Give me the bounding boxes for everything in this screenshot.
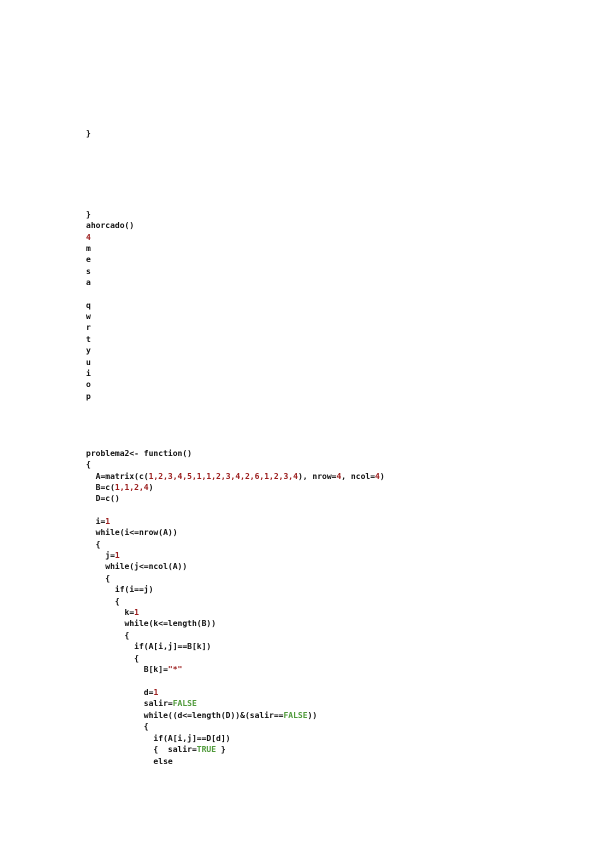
brace: { [86, 631, 130, 640]
bk-assignment: B[k]="*" [86, 665, 183, 674]
output-word-letter: a [86, 278, 91, 287]
output-letter: p [86, 392, 91, 401]
closing-brace-2: } [86, 210, 91, 219]
output-letter: w [86, 312, 91, 321]
brace: { [86, 722, 149, 731]
output-letter: r [86, 323, 91, 332]
salir-true-line: { salir=TRUE } [86, 745, 226, 754]
function-definition: problema2<- function() [86, 449, 192, 458]
i-assignment: i=1 [86, 517, 111, 526]
function-call-line: ahorcado() [86, 221, 135, 230]
output-letter: i [86, 369, 91, 378]
if-a-equals-b: if(A[i,j]==B[k]) [86, 642, 212, 651]
vector-b-assignment: B=c(1,1,2,4) [86, 483, 154, 492]
brace: { [86, 574, 111, 583]
matrix-assignment: A=matrix(c(1,2,3,4,5,1,1,2,3,4,2,6,1,2,3… [86, 472, 385, 481]
if-i-equals-j: if(i==j) [86, 585, 154, 594]
brace: { [86, 597, 120, 606]
output-word-letter: s [86, 267, 91, 276]
output-letter: q [86, 301, 91, 310]
output-letter: t [86, 335, 91, 344]
k-assignment: k=1 [86, 608, 139, 617]
open-brace: { [86, 460, 91, 469]
brace: { [86, 540, 101, 549]
output-word-letter: m [86, 244, 91, 253]
while-k-loop: while(k<=length(B)) [86, 619, 217, 628]
vector-d-assignment: D=c() [86, 494, 120, 503]
while-i-loop: while(i<=nrow(A)) [86, 528, 178, 537]
salir-assignment: salir=FALSE [86, 699, 197, 708]
output-letter: o [86, 380, 91, 389]
else-line: else [86, 757, 173, 766]
output-letter: u [86, 358, 91, 367]
output-word-letter: e [86, 255, 91, 264]
j-assignment: j=1 [86, 551, 120, 560]
while-d-loop: while((d<=length(D))&(salir==FALSE)) [86, 711, 318, 720]
output-letter: y [86, 346, 91, 355]
if-a-equals-d: if(A[i,j]==D[d]) [86, 734, 231, 743]
brace: { [86, 654, 139, 663]
closing-brace-1: } [86, 129, 91, 138]
d-assignment: d=1 [86, 688, 159, 697]
output-count: 4 [86, 233, 91, 242]
while-j-loop: while(j<=ncol(A)) [86, 562, 188, 571]
